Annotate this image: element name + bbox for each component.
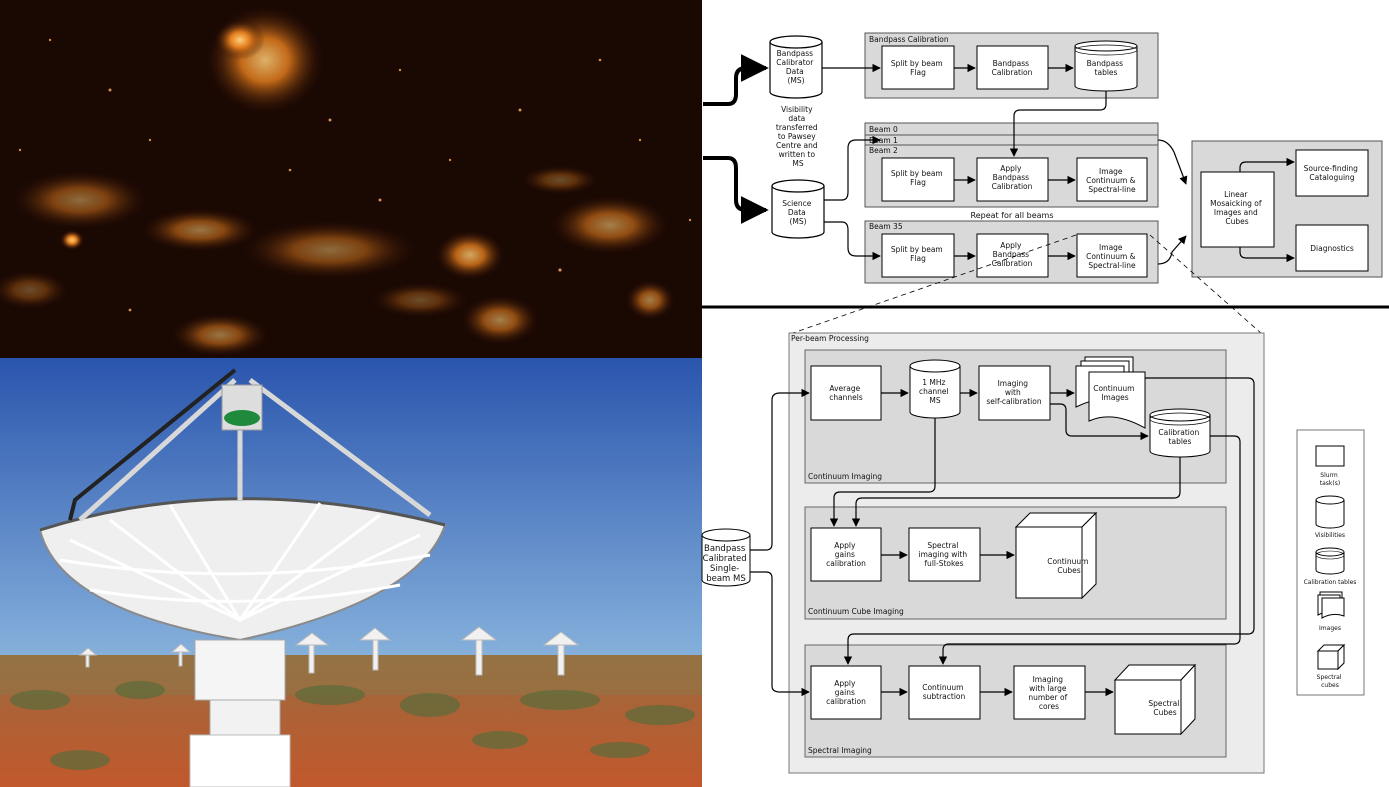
svg-text:Split by beam Flag: Split by beam Flag xyxy=(891,59,945,77)
svg-text:Continuum Imaging: Continuum Imaging xyxy=(808,472,882,481)
svg-text:Apply gains calibr: Apply gains calibration xyxy=(826,541,866,568)
mosaic-box xyxy=(1200,171,1275,248)
svg-text:Split by beam Flag: Split by beam Flag xyxy=(891,169,945,187)
svg-text:Beam 1: Beam 1 xyxy=(869,136,898,145)
askap-antenna-photo xyxy=(0,358,702,787)
imaging-selfcal-box xyxy=(978,365,1051,421)
svg-text:Calibration tables: Calibration tables xyxy=(1158,428,1201,446)
svg-text:Beam 2: Beam 2 xyxy=(869,146,898,155)
svg-text:Apply Bandpass Cal: Apply Bandpass Calibration xyxy=(992,164,1033,191)
bandpass-calibrator-data-cylinder: Bandpass Calibrator Data (MS) xyxy=(769,35,823,99)
continuum-imaging-group: Continuum Imaging Average channels 1 MHz… xyxy=(804,349,1227,484)
svg-text:Images: Images xyxy=(1319,625,1341,632)
legend: Slurm task(s) Visibilities Calibration t… xyxy=(1296,429,1365,696)
continuum-cube-imaging-group: Continuum Cube Imaging Apply gains calib… xyxy=(804,506,1227,620)
svg-text:Source-finding Catalogui: Source-finding Cataloguing xyxy=(1304,164,1361,182)
beam35-group: Beam 35 Split by beam Flag Apply Bandpas… xyxy=(864,220,1159,284)
spectral-imaging-group: Spectral Imaging Apply gains calibration… xyxy=(804,644,1227,758)
input-arrows xyxy=(703,54,769,224)
svg-text:Imaging with large: Imaging with large number of cores xyxy=(1028,675,1069,711)
svg-text:Split by beam Flag: Split by beam Flag xyxy=(891,245,945,263)
svg-text:Continuum Cube Imaging: Continuum Cube Imaging xyxy=(808,607,904,616)
svg-text:Average channels: Average channels xyxy=(829,384,863,402)
photo-panel xyxy=(0,0,702,787)
bp-tables-cylinder: Bandpass tables xyxy=(1074,40,1138,92)
beam-stack: Beam 0 Beam 1 Beam 2 Split by beam Flag … xyxy=(864,122,1159,208)
svg-text:Spectral Cubes: Spectral Cubes xyxy=(1148,699,1181,717)
svg-text:Image Continuum &: Image Continuum & Spectral-line xyxy=(1086,243,1138,270)
source-finding-box xyxy=(1295,149,1369,197)
svg-text:Spectral cubes: Spectral cubes xyxy=(1317,674,1344,689)
svg-text:Calibration tables: Calibration tables xyxy=(1304,579,1357,586)
svg-text:Continuum Images: Continuum Images xyxy=(1093,384,1137,402)
svg-text:Imaging with self-: Imaging with self-calibration xyxy=(986,379,1041,406)
zoom-guides xyxy=(789,234,1263,335)
svg-text:1 MHz channel: 1 MHz channel MS xyxy=(919,378,951,405)
science-data-cylinder: Science Data (MS) xyxy=(771,179,825,239)
svg-text:Spectral imaging with: Spectral imaging with full-Stokes xyxy=(918,541,969,568)
svg-text:Bandpass Calibration: Bandpass Calibration xyxy=(992,59,1033,77)
svg-text:Apply Bandpass Cal: Apply Bandpass Calibration xyxy=(992,241,1033,268)
continuum-cubes-cube: Continuum Cubes xyxy=(1014,511,1098,600)
imaging-cores-box xyxy=(1013,665,1086,720)
svg-text:Bandpass Calibration: Bandpass Calibration xyxy=(869,35,949,44)
svg-text:Continuum subtraction: Continuum subtraction xyxy=(922,683,966,701)
apply-gains-box-1 xyxy=(810,527,882,582)
slurm-task-icon xyxy=(1315,445,1345,467)
svg-text:Bandpass Calibrated: Bandpass Calibrated Single- beam MS xyxy=(703,544,750,584)
spectral-cubes-cube: Spectral Cubes xyxy=(1113,663,1197,736)
transfer-note: Visibility data transferred to Pawsey Ce… xyxy=(776,105,820,168)
svg-text:Diagnostics: Diagnostics xyxy=(1310,244,1354,253)
svg-text:Beam 0: Beam 0 xyxy=(869,125,898,134)
svg-text:Bandpass tables: Bandpass tables xyxy=(1087,59,1126,77)
input-ms-cylinder: Bandpass Calibrated Single- beam MS xyxy=(701,528,751,587)
bp-split-box xyxy=(881,45,955,90)
svg-text:Image Continuum &: Image Continuum & Spectral-line xyxy=(1086,167,1138,194)
svg-text:Science Data (MS): Science Data (MS) xyxy=(782,199,813,226)
apply-gains-box-2 xyxy=(810,665,882,720)
svg-text:Linear Mosaicking of: Linear Mosaicking of Images and Cubes xyxy=(1210,190,1264,226)
spectral-cubes-icon xyxy=(1316,643,1346,671)
calibration-tables-cylinder: Calibration tables xyxy=(1149,408,1211,458)
svg-text:Bandpass Calibrator: Bandpass Calibrator Data (MS) xyxy=(776,49,815,85)
svg-text:Continuum Cubes: Continuum Cubes xyxy=(1047,557,1091,575)
svg-text:Beam 35: Beam 35 xyxy=(869,222,903,231)
spectral-fullstokes-box xyxy=(908,527,981,582)
svg-text:Slurm task(s): Slurm task(s) xyxy=(1320,472,1340,487)
radio-sky-map-image xyxy=(0,0,702,358)
bp-calibration-box xyxy=(976,45,1049,90)
images-icon xyxy=(1317,591,1345,619)
bandpass-calibration-group: Bandpass Calibration Split by beam Flag … xyxy=(864,32,1159,99)
svg-text:Visibilities: Visibilities xyxy=(1315,532,1345,539)
channel-ms-cylinder: 1 MHz channel MS xyxy=(909,359,961,419)
diagnostics-box xyxy=(1295,224,1369,272)
svg-text:Per-beam Processing: Per-beam Processing xyxy=(791,334,869,343)
repeat-note: Repeat for all beams xyxy=(971,211,1054,220)
svg-text:Spectral Imaging: Spectral Imaging xyxy=(808,746,872,755)
continuum-subtraction-box xyxy=(908,665,981,720)
svg-text:Apply gains calibr: Apply gains calibration xyxy=(826,679,866,706)
visibilities-icon xyxy=(1315,495,1345,529)
calibration-tables-icon xyxy=(1315,547,1345,575)
continuum-images-stack: Continuum Images xyxy=(1075,356,1146,429)
